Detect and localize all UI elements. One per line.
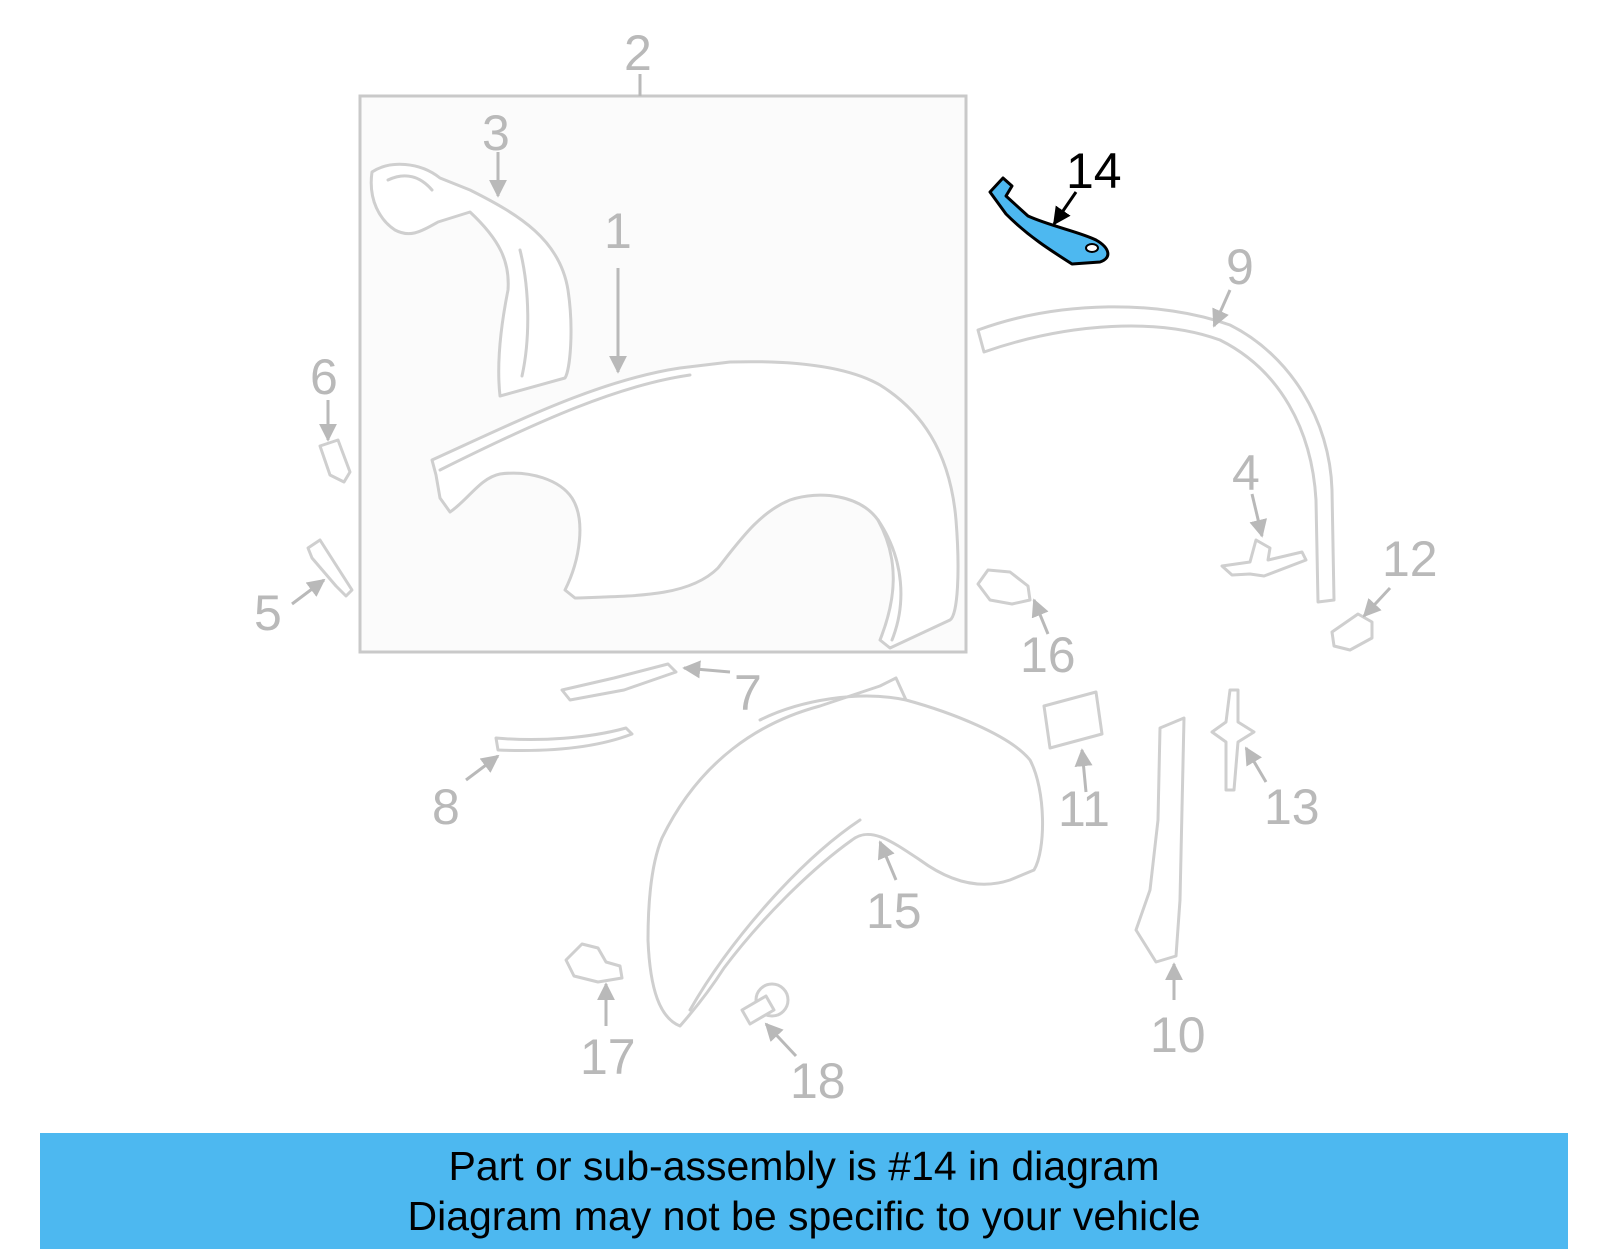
callout-5: 5 xyxy=(254,585,282,641)
info-banner: Part or sub-assembly is #14 in diagram D… xyxy=(40,1133,1568,1249)
part-3-liner[interactable] xyxy=(369,162,573,398)
part-15-liner[interactable] xyxy=(646,676,1045,1028)
part-13-rivet[interactable] xyxy=(1210,688,1256,792)
part-11-pad[interactable] xyxy=(1042,690,1104,750)
part-16-nut[interactable] xyxy=(976,568,1032,606)
part-14-bracket[interactable] xyxy=(988,176,1110,266)
part-12-cap[interactable] xyxy=(1330,612,1374,652)
callout-11: 11 xyxy=(1058,781,1110,837)
part-8-strip[interactable] xyxy=(494,726,634,752)
callout-2: 2 xyxy=(624,25,652,81)
callout-9: 9 xyxy=(1226,239,1254,295)
callout-6: 6 xyxy=(310,349,338,405)
callout-12: 12 xyxy=(1382,531,1438,587)
banner-line-1: Part or sub-assembly is #14 in diagram xyxy=(448,1143,1160,1189)
callout-16: 16 xyxy=(1020,627,1076,683)
callout-1: 1 xyxy=(604,203,632,259)
part-6-clip[interactable] xyxy=(318,438,352,484)
part-7-strip[interactable] xyxy=(560,662,678,702)
part-17-clip[interactable] xyxy=(564,942,624,984)
callout-18: 18 xyxy=(790,1053,846,1109)
callout-4: 4 xyxy=(1232,445,1260,501)
part-4-bracket[interactable] xyxy=(1220,538,1308,578)
callout-13: 13 xyxy=(1264,779,1320,835)
part-5-pad[interactable] xyxy=(306,538,354,598)
callout-3: 3 xyxy=(482,105,510,161)
callout-15: 15 xyxy=(866,883,922,939)
callout-10: 10 xyxy=(1150,1007,1206,1063)
part-9-molding[interactable] xyxy=(976,305,1336,604)
callout-17: 17 xyxy=(580,1029,636,1085)
callout-8: 8 xyxy=(432,779,460,835)
part-10-strip[interactable] xyxy=(1134,716,1186,964)
callout-14: 14 xyxy=(1066,143,1122,199)
banner-line-2: Diagram may not be specific to your vehi… xyxy=(407,1193,1201,1239)
callout-7: 7 xyxy=(734,665,762,721)
